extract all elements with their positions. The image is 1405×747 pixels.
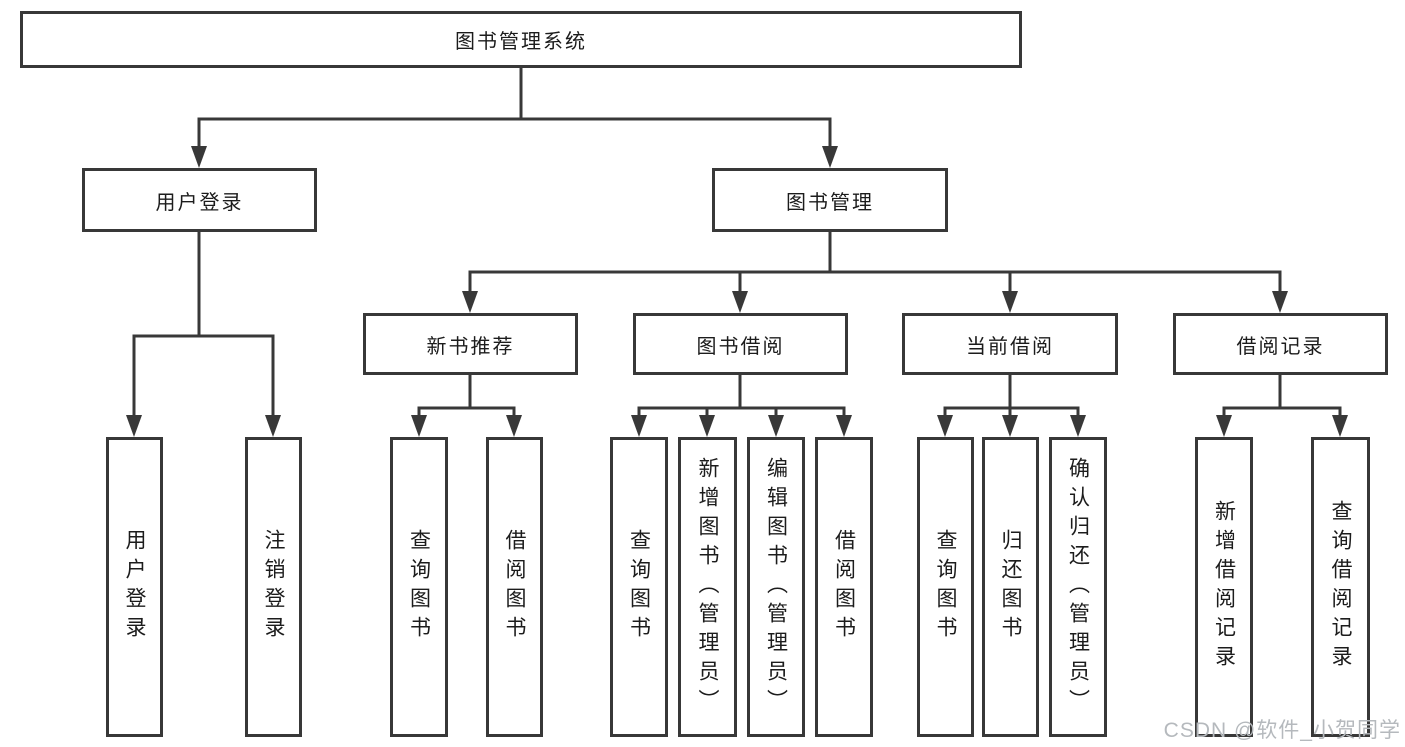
leaf-user-login: 用户登录 — [106, 437, 163, 737]
leaf-edit-book-admin: 编辑图书（管理员） — [747, 437, 805, 737]
leaf-query-book-current: 查询图书 — [917, 437, 974, 737]
leaf-add-book-admin: 新增图书（管理员） — [678, 437, 737, 737]
leaf-return-book: 归还图书 — [982, 437, 1039, 737]
node-book-borrowing: 图书借阅 — [633, 313, 848, 375]
node-current-borrowing: 当前借阅 — [902, 313, 1118, 375]
node-library-system: 图书管理系统 — [20, 11, 1022, 68]
node-new-book-recommendation: 新书推荐 — [363, 313, 578, 375]
leaf-query-book-recommendation: 查询图书 — [390, 437, 448, 737]
leaf-borrow-book-borrowing: 借阅图书 — [815, 437, 873, 737]
leaf-query-borrow-record: 查询借阅记录 — [1311, 437, 1370, 737]
leaf-logout: 注销登录 — [245, 437, 302, 737]
node-book-management: 图书管理 — [712, 168, 948, 232]
leaf-borrow-book-recommendation: 借阅图书 — [486, 437, 543, 737]
leaf-query-book-borrowing: 查询图书 — [610, 437, 668, 737]
leaf-add-borrow-record: 新增借阅记录 — [1195, 437, 1253, 737]
node-borrowing-records: 借阅记录 — [1173, 313, 1388, 375]
leaf-confirm-return-admin: 确认归还（管理员） — [1049, 437, 1107, 737]
node-user-login: 用户登录 — [82, 168, 317, 232]
